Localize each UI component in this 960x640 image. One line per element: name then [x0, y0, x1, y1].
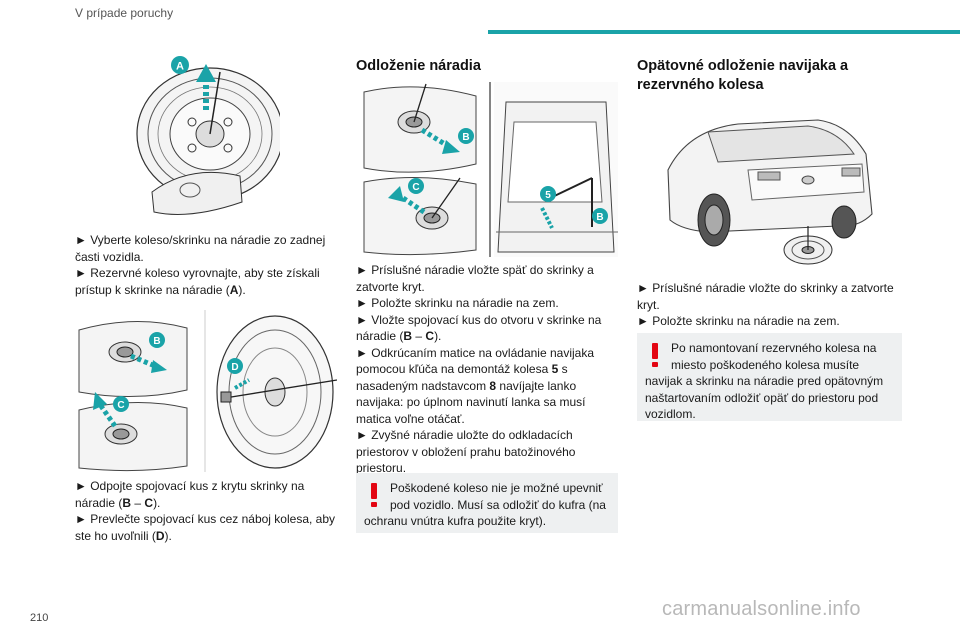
instruction-thread-text: ► Prevlečte spojovací kus cez náboj kole…	[75, 512, 336, 543]
instruction-remove-wheel-line1: ► Vyberte koleso/skrinku na náradie zo z…	[75, 233, 326, 264]
instruction-disconnect: ► Odpojte spojovací kus z krytu skrinky …	[75, 478, 337, 544]
heading-tool-storage: Odloženie náradia	[356, 58, 481, 74]
instruction-remove-wheel: ► Vyberte koleso/skrinku na náradie zo z…	[75, 232, 337, 298]
instruction-thread-end: ).	[164, 528, 172, 543]
heading-winch-storage: Opätovné odloženie navijaka a rezervného…	[637, 58, 849, 93]
figure-label-b-trunk: B	[596, 212, 603, 223]
figure-label-b-top: B	[462, 132, 469, 143]
instruction-disconnect-ref-b: B	[122, 495, 132, 510]
warning-exclamation-icon	[652, 343, 658, 367]
instruction-tool-storage-ref-5: 5	[551, 362, 559, 376]
instruction-tool-storage-step3: ► Vložte spojovací kus do otvoru v skrin…	[356, 312, 602, 344]
instruction-tool-storage-step1: ► Príslušné náradie vložte späť do skrin…	[356, 263, 594, 294]
instruction-tool-storage-step4-mid: s nasadeným nadstavcom	[356, 362, 568, 393]
figure-label-5: 5	[545, 190, 551, 201]
figure-car-spare-wheel	[648, 110, 880, 270]
instruction-tool-storage: ► Príslušné náradie vložte späť do skrin…	[356, 262, 618, 477]
figure-label-c: C	[117, 400, 124, 411]
instruction-tool-storage-step2: ► Položte skrinku na náradie na zem.	[356, 296, 559, 310]
warning-box-damaged-wheel: Poškodené koleso nie je možné upevniť po…	[356, 473, 618, 533]
instruction-tool-storage-dash: –	[412, 329, 426, 343]
instruction-tool-storage-step4: ► Odkrúcaním matice na ovládanie navijak…	[356, 345, 594, 377]
warning-exclamation-icon	[371, 483, 377, 507]
instruction-align-wheel-ref-a: A	[229, 282, 239, 297]
instruction-winch-storage-step2: ► Položte skrinku na náradie na zem.	[637, 314, 840, 328]
figure-tool-storage: B C 5 B	[356, 82, 618, 257]
instruction-thread-ref-d: D	[155, 528, 165, 543]
instruction-winch-storage: ► Príslušné náradie vložte do skrinky a …	[637, 280, 902, 330]
header-accent-bar	[488, 30, 960, 34]
figure-label-b: B	[153, 336, 160, 347]
instruction-align-wheel-end: ).	[238, 282, 246, 297]
instruction-disconnect-text: ► Odpojte spojovací kus z krytu skrinky …	[75, 479, 305, 510]
figure-spare-wheel-removal: A	[130, 52, 284, 220]
warning-text-winch: Po namontovaní rezervného kolesa na mies…	[645, 341, 884, 421]
figure-label-c-bottom: C	[412, 182, 419, 193]
figure-label-a: A	[176, 61, 184, 73]
instruction-tool-storage-step4-end: navíjajte lanko navijaka: po úplnom navi…	[356, 378, 586, 426]
instruction-tool-storage-ref-b: B	[403, 329, 413, 343]
instruction-winch-storage-step1: ► Príslušné náradie vložte do skrinky a …	[637, 281, 894, 312]
instruction-disconnect-ref-c: C	[144, 495, 154, 510]
instruction-tool-storage-ref-c: C	[425, 329, 435, 343]
figure-disconnect-connector: B C D	[75, 310, 338, 472]
instruction-tool-storage-step5: ► Zvyšné náradie uložte do odkladacích p…	[356, 428, 576, 475]
watermark: carmanualsonline.info	[662, 598, 861, 620]
warning-text-damaged-wheel: Poškodené koleso nie je možné upevniť po…	[364, 481, 606, 528]
page-number: 210	[30, 612, 49, 624]
section-title: V prípade poruchy	[75, 6, 174, 20]
instruction-tool-storage-ref-8: 8	[489, 378, 497, 393]
figure-label-d: D	[231, 362, 238, 373]
instruction-disconnect-end: ).	[153, 495, 161, 510]
warning-box-winch: Po namontovaní rezervného kolesa na mies…	[637, 333, 902, 421]
instruction-align-wheel-text: ► Rezervné koleso vyrovnajte, aby ste zí…	[75, 266, 320, 297]
instruction-disconnect-dash: –	[131, 495, 145, 510]
instruction-tool-storage-step3-end: ).	[434, 329, 442, 343]
